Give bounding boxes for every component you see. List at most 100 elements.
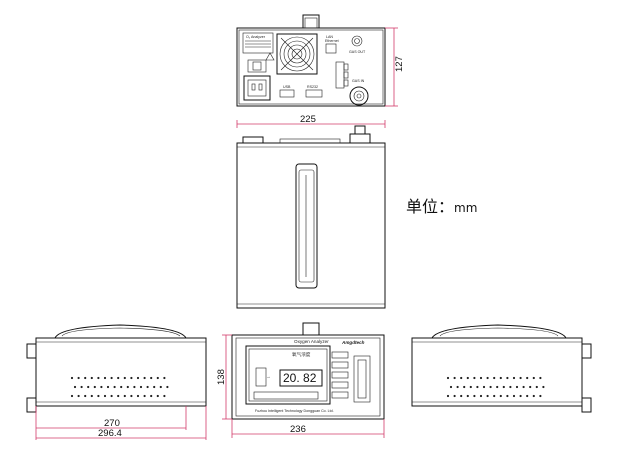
gas-in-label: GAS IN [352, 79, 365, 83]
vent-hole [535, 385, 538, 389]
vent-hole [526, 376, 529, 380]
handle-icon [295, 163, 318, 289]
vent-hole [123, 394, 126, 398]
vent-hole [93, 385, 96, 389]
vent-hole [460, 376, 463, 380]
vent-hole [156, 376, 159, 380]
vent-hole [506, 394, 509, 398]
vent-hole [519, 394, 522, 398]
indicator-panel [255, 367, 267, 387]
vent-hole [482, 385, 486, 389]
terminal-block-icon [335, 61, 345, 89]
vent-hole [522, 385, 525, 389]
vent-hole [103, 376, 107, 380]
vent-hole [499, 394, 502, 398]
vent-hole [542, 385, 545, 389]
oxygen-reading: 20. 82 [283, 371, 317, 385]
svg-text:Ethernet: Ethernet [325, 39, 339, 43]
dim-middle-width: 225 [300, 114, 316, 125]
vent-hole [506, 376, 509, 380]
vent-hole [446, 394, 450, 398]
vent-hole [476, 385, 479, 389]
vent-hole [136, 394, 140, 398]
vent-hole [469, 385, 472, 389]
vent-hole [509, 385, 512, 389]
vent-hole [493, 394, 496, 398]
dim-side-outer: 296.4 [98, 428, 122, 439]
vent-hole [453, 376, 456, 380]
vent-hole [106, 385, 110, 389]
vent-hole [499, 376, 502, 380]
vent-hole [515, 385, 519, 389]
unit-caption: 单位：mm [406, 193, 477, 217]
power-socket-icon [243, 75, 271, 101]
power-switch-icon [247, 59, 267, 73]
vent-hole [90, 394, 93, 398]
vent-hole [163, 376, 166, 380]
vent-hole [97, 394, 100, 398]
vent-hole [77, 394, 80, 398]
vent-hole [139, 385, 143, 389]
vent-hole [73, 385, 77, 389]
vent-hole [512, 394, 516, 398]
vent-hole [479, 376, 483, 380]
vent-hole [463, 385, 466, 389]
vent-hole [120, 385, 123, 389]
bargraph-icon [353, 355, 371, 403]
front-footer: Fuzhou Intelligent Technology Dongguan C… [255, 409, 334, 413]
rs232-label: RS232 [307, 85, 318, 89]
vent-hole [87, 385, 90, 389]
vent-hole [453, 394, 456, 398]
gas-out-fitting-icon [351, 35, 363, 47]
vent-holes-left [70, 376, 169, 398]
vent-hole [493, 376, 496, 380]
top-connector [302, 14, 320, 29]
vent-hole [117, 394, 120, 398]
gas-in-fitting-icon [349, 86, 369, 106]
vent-hole [496, 385, 499, 389]
vent-hole [150, 394, 153, 398]
vent-hole [84, 376, 87, 380]
vent-hole [156, 394, 159, 398]
rs232-port-icon [305, 89, 323, 98]
vent-hole [489, 385, 492, 389]
vent-hole [473, 376, 476, 380]
vent-hole [110, 394, 113, 398]
vent-hole [130, 394, 133, 398]
vent-hole [539, 394, 542, 398]
vent-hole [80, 385, 83, 389]
fan-icon [276, 33, 318, 75]
unit-label: 单位： [406, 197, 455, 216]
dim-side-inner: 270 [104, 418, 120, 429]
vent-hole [146, 385, 149, 389]
vent-hole [136, 376, 140, 380]
vent-hole [466, 376, 469, 380]
vent-hole [532, 376, 535, 380]
vent-hole [84, 394, 87, 398]
vent-holes-right [446, 376, 545, 398]
vent-hole [77, 376, 80, 380]
vent-hole [466, 394, 469, 398]
front-title: Oxygen Analyzer [294, 339, 329, 344]
gas-out-label: GAS OUT [349, 50, 366, 54]
right-side-view [411, 324, 592, 413]
dim-front-width: 236 [290, 424, 306, 435]
warning-icon [265, 52, 275, 61]
usb-port-icon [279, 89, 295, 98]
vent-hole [117, 376, 120, 380]
vent-hole [133, 385, 136, 389]
rear-panel-view: O₂ Analyzer LAN Ethernet GAS OUT [236, 14, 405, 107]
vent-hole [110, 376, 113, 380]
vent-hole [103, 394, 107, 398]
vent-hole [449, 385, 453, 389]
front-panel-view: Oxygen Analyzer 氧气浓度 20. 82 → Fuzhou Int… [216, 322, 385, 438]
svg-text:氧气浓度: 氧气浓度 [292, 351, 311, 358]
oxygen-reading-box [279, 369, 323, 387]
dim-top-height: 127 [394, 56, 405, 72]
vent-hole [126, 385, 129, 389]
vent-hole [532, 394, 535, 398]
vent-hole [519, 376, 522, 380]
vent-hole [113, 385, 116, 389]
vent-hole [70, 376, 74, 380]
